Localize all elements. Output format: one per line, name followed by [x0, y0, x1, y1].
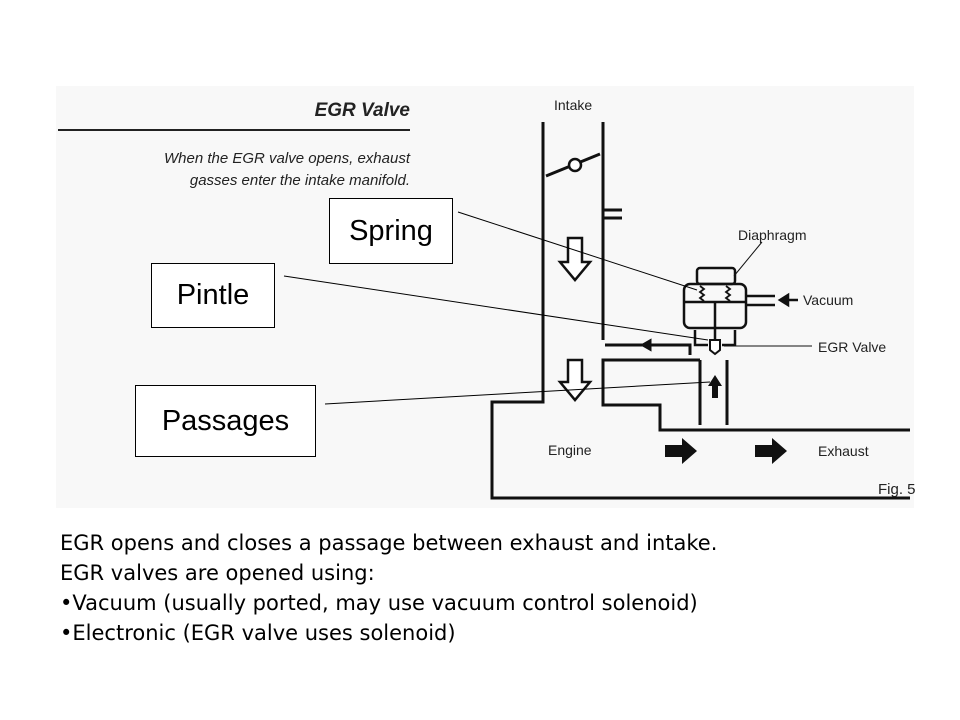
throttle-plate-icon	[567, 157, 583, 173]
figure-caption-line2: gasses enter the intake manifold.	[190, 172, 410, 189]
spring-callout-label: Spring	[349, 214, 433, 247]
flow-down-arrow-icon	[557, 236, 593, 282]
exhaust-gas-left-arrow-icon	[639, 338, 665, 352]
passages-callout-label: Passages	[161, 404, 290, 437]
body-line-2: EGR valves are opened using:	[60, 561, 375, 585]
pintle-icon	[709, 339, 721, 356]
figure-number-label: Fig. 5	[878, 481, 916, 498]
figure-title: EGR Valve	[315, 100, 411, 121]
exhaust-right-arrow-icon	[665, 438, 697, 464]
passages-callout: Passages	[135, 385, 316, 457]
flow-down-arrow-icon	[557, 358, 593, 402]
body-bullet-electronic: •Electronic (EGR valve uses solenoid)	[60, 621, 456, 645]
exhaust-label: Exhaust	[818, 443, 869, 459]
diaphragm-label: Diaphragm	[738, 227, 806, 243]
egr-valve-label: EGR Valve	[818, 339, 886, 355]
diagram-leader-lines	[724, 241, 812, 347]
pintle-callout-label: Pintle	[176, 279, 250, 311]
engine-block	[490, 343, 910, 500]
exhaust-right-arrow-icon	[755, 438, 787, 464]
egr-valve-body	[682, 266, 775, 347]
spring-callout: Spring	[329, 198, 453, 264]
exhaust-gas-up-arrow-icon	[708, 375, 722, 398]
pintle-callout: Pintle	[151, 263, 275, 328]
spring-icon	[698, 285, 732, 302]
figure-caption-line1: When the EGR valve opens, exhaust	[164, 150, 411, 167]
vacuum-arrow-icon	[777, 292, 798, 308]
engine-label: Engine	[548, 442, 592, 458]
body-text: EGR opens and closes a passage between e…	[60, 528, 940, 648]
intake-label: Intake	[554, 97, 592, 113]
callout-lines	[283, 211, 711, 405]
intake-pipe	[541, 122, 622, 392]
vacuum-label: Vacuum	[803, 292, 853, 308]
body-bullet-vacuum: •Vacuum (usually ported, may use vacuum …	[60, 591, 698, 615]
body-line-1: EGR opens and closes a passage between e…	[60, 531, 718, 555]
